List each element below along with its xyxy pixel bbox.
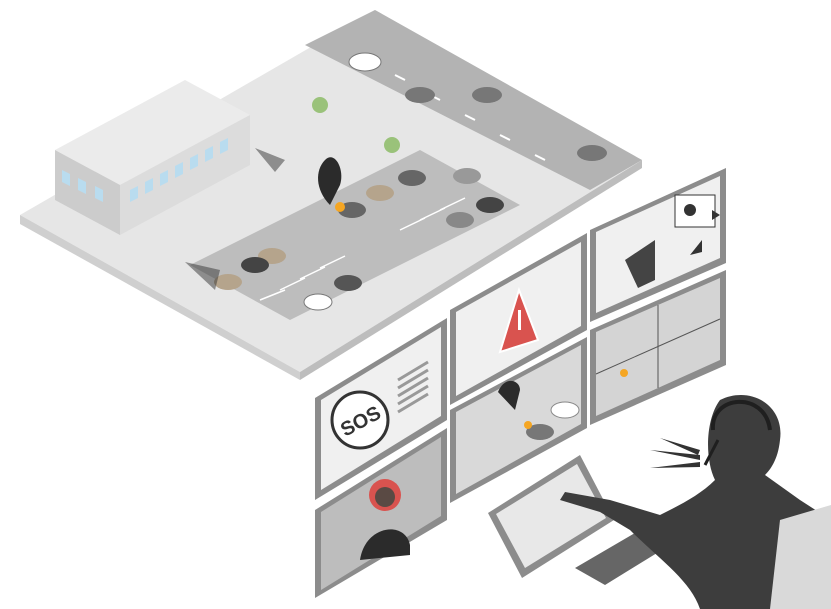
speaker-icon: [625, 240, 655, 288]
operator-silhouette: [560, 394, 831, 609]
road: [305, 10, 642, 190]
cars: [214, 52, 607, 311]
fire: [335, 202, 345, 212]
monitor-camera-person: [315, 428, 447, 598]
chair: [770, 505, 831, 609]
headset-mic: [703, 439, 720, 466]
speaking-lines: [650, 438, 700, 468]
monitor-camera-grid: [590, 270, 726, 425]
building: [55, 80, 250, 235]
monitor-sos: SOS: [315, 318, 447, 500]
camera-beam: [255, 148, 285, 172]
monitor-warning: [450, 233, 587, 405]
sos-call-icon: [330, 390, 390, 450]
site-map: [20, 10, 642, 380]
parking-lot: [190, 150, 520, 320]
slab-edge: [20, 215, 300, 380]
smoke: [318, 157, 342, 205]
monitor-wall: SOS: [315, 168, 726, 598]
tree: [312, 97, 328, 113]
headset-icon: [710, 399, 772, 431]
play-icon: [712, 210, 720, 220]
text-lines: [397, 360, 429, 414]
building-windows: [62, 138, 228, 202]
monitor-camera-fire: [450, 337, 587, 503]
slab-edge-right: [300, 160, 642, 380]
monitor-speaker: [590, 168, 726, 322]
tree: [384, 137, 400, 153]
camera-beam: [185, 262, 220, 290]
parking-lines: [259, 197, 466, 301]
operator: [488, 394, 831, 609]
